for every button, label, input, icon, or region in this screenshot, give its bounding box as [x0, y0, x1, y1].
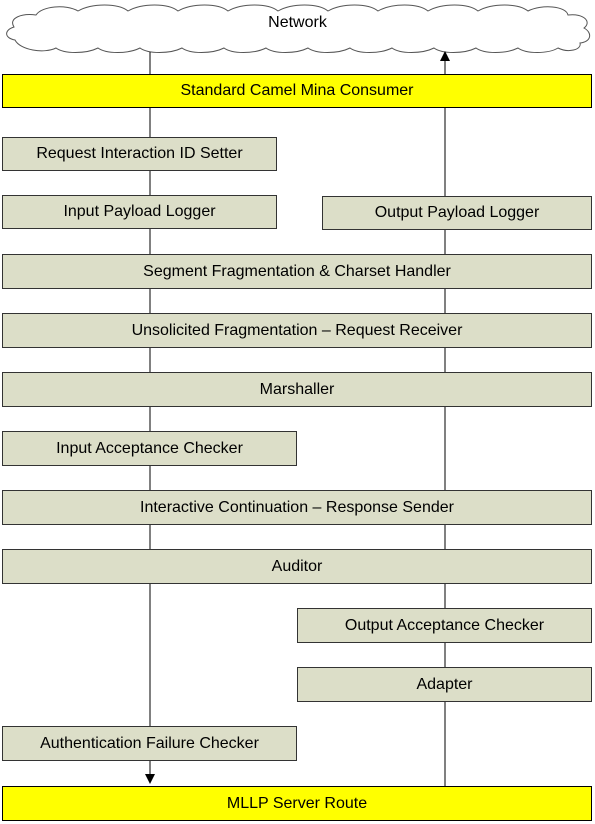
marshaller-box: Marshaller: [2, 372, 592, 407]
interactive-continuation-box: Interactive Continuation – Response Send…: [2, 490, 592, 525]
authentication-failure-checker-box: Authentication Failure Checker: [2, 726, 297, 761]
output-payload-logger-box: Output Payload Logger: [322, 196, 592, 230]
auditor-box: Auditor: [2, 549, 592, 584]
network-label: Network: [268, 14, 327, 31]
mina-consumer-box: Standard Camel Mina Consumer: [2, 74, 592, 108]
mllp-server-route-box: MLLP Server Route: [2, 786, 592, 821]
adapter-box: Adapter: [297, 667, 592, 702]
input-acceptance-checker-box: Input Acceptance Checker: [2, 431, 297, 466]
segment-fragmentation-box: Segment Fragmentation & Charset Handler: [2, 254, 592, 289]
output-acceptance-checker-box: Output Acceptance Checker: [297, 608, 592, 643]
input-payload-logger-box: Input Payload Logger: [2, 195, 277, 229]
unsolicited-fragmentation-box: Unsolicited Fragmentation – Request Rece…: [2, 313, 592, 348]
request-interaction-id-setter-box: Request Interaction ID Setter: [2, 137, 277, 171]
network-cloud: [6, 4, 591, 53]
